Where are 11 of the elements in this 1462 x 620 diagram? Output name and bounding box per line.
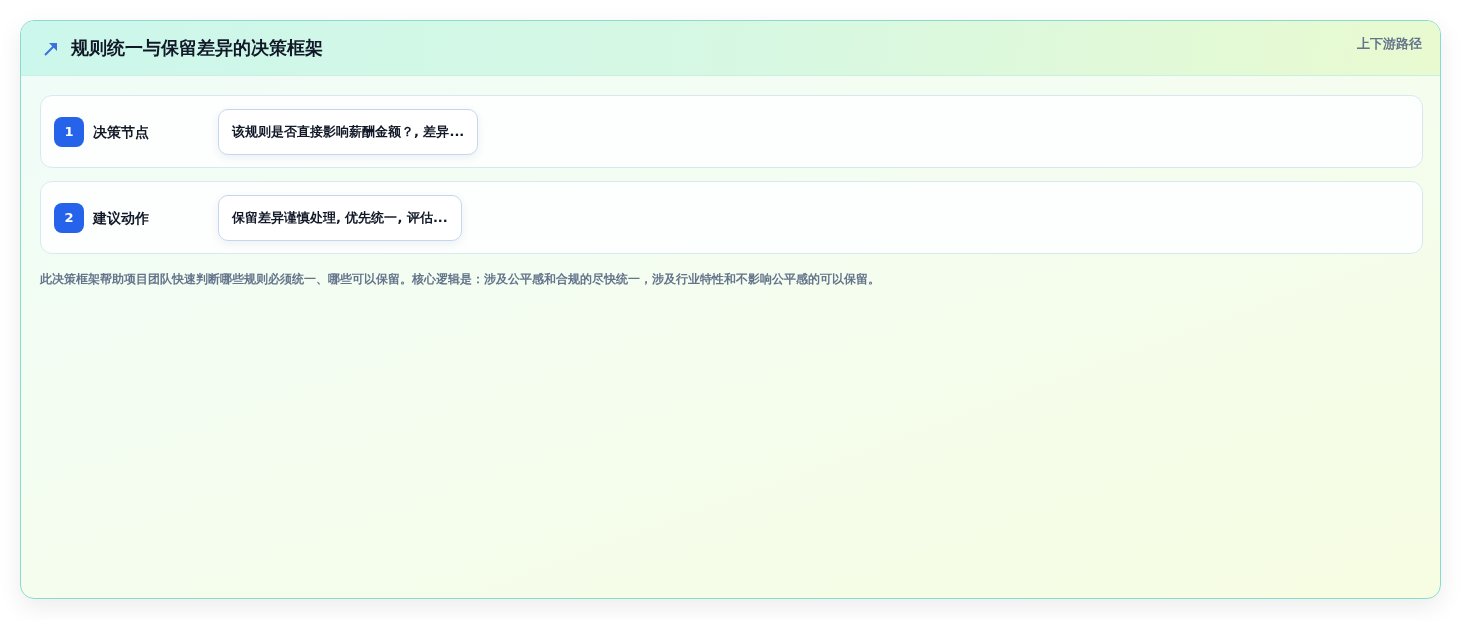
header-label: 上下游路径 xyxy=(1357,35,1422,53)
step-number: 2 xyxy=(54,203,84,233)
step-row xyxy=(40,181,1423,254)
content-card: 保留差异谨慎处理, 优先统一, 评估... xyxy=(218,195,462,241)
title: 规则统一与保留差异的决策框架 xyxy=(71,36,323,60)
content-card: 该规则是否直接影响薪酬金额？, 差异... xyxy=(218,109,479,155)
step-number: 1 xyxy=(54,117,84,147)
row-label: 决策节点 xyxy=(93,123,149,142)
step-row xyxy=(40,95,1423,168)
row-label: 建议动作 xyxy=(93,209,149,228)
caption: 此决策框架帮助项目团队快速判断哪些规则必须统一、哪些可以保留。核心逻辑是：涉及公平感和合规的尽快统一，涉及行业特性和不影响公平感的可以保留。 xyxy=(40,271,880,288)
